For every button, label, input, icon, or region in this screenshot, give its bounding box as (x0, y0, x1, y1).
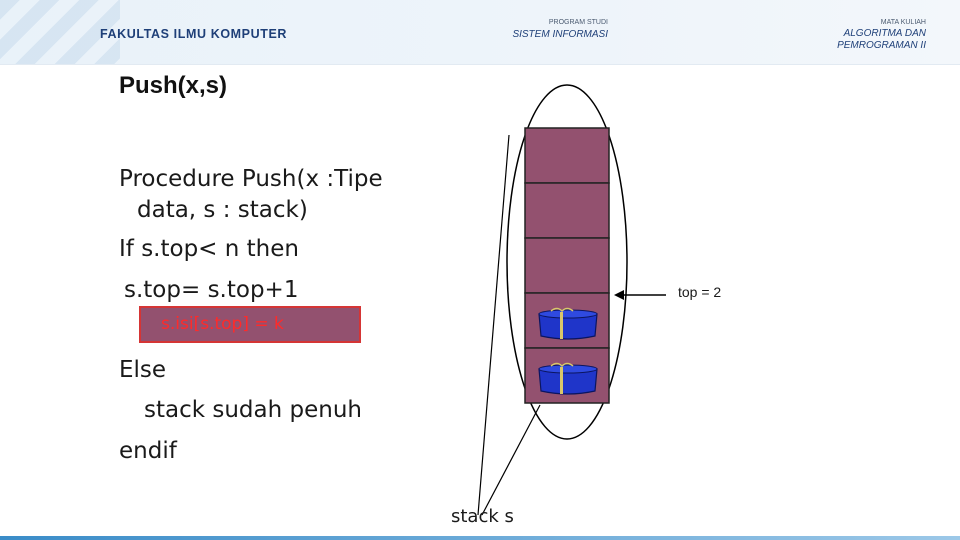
stack-label: stack s (451, 506, 514, 527)
faculty-name: FAKULTAS ILMU KOMPUTER (100, 27, 288, 41)
code-line: data, s : stack) (137, 197, 308, 223)
highlighted-code-box (139, 306, 361, 343)
program-value: SISTEM INFORMASI (512, 29, 608, 40)
footer-accent-bar (0, 536, 960, 540)
code-line: endif (119, 438, 177, 464)
stack-cell (524, 237, 610, 294)
stack-cell (524, 127, 610, 184)
code-line: Else (119, 357, 167, 383)
header-decoration (0, 0, 120, 64)
course-label: MATA KULIAH (880, 19, 926, 26)
top-pointer-label: top = 2 (678, 284, 722, 300)
code-line: If s.top< n then (119, 236, 299, 262)
stack-cell (524, 182, 610, 239)
course-name-line2: PEMROGRAMAN II (837, 40, 926, 51)
gift-box-icon (538, 307, 598, 340)
stack-cells (524, 127, 610, 404)
code-line: s.top= s.top+1 (124, 277, 299, 303)
callout-line (477, 134, 510, 516)
arrow-head-icon (614, 290, 624, 300)
code-line: stack sudah penuh (144, 397, 362, 423)
gift-box-icon (538, 362, 598, 395)
code-line: Procedure Push(x :Tipe (119, 166, 383, 192)
course-name-line1: ALGORITMA DAN (843, 28, 926, 39)
program-label: PROGRAM STUDI (548, 19, 608, 26)
stack-outline-ellipse (506, 84, 628, 440)
slide-header: FAKULTAS ILMU KOMPUTER PROGRAM STUDI SIS… (0, 0, 960, 65)
highlighted-code-line: s.isi[s.top] = k (161, 314, 284, 334)
slide-title: Push(x,s) (119, 72, 228, 99)
callout-line (481, 404, 541, 516)
